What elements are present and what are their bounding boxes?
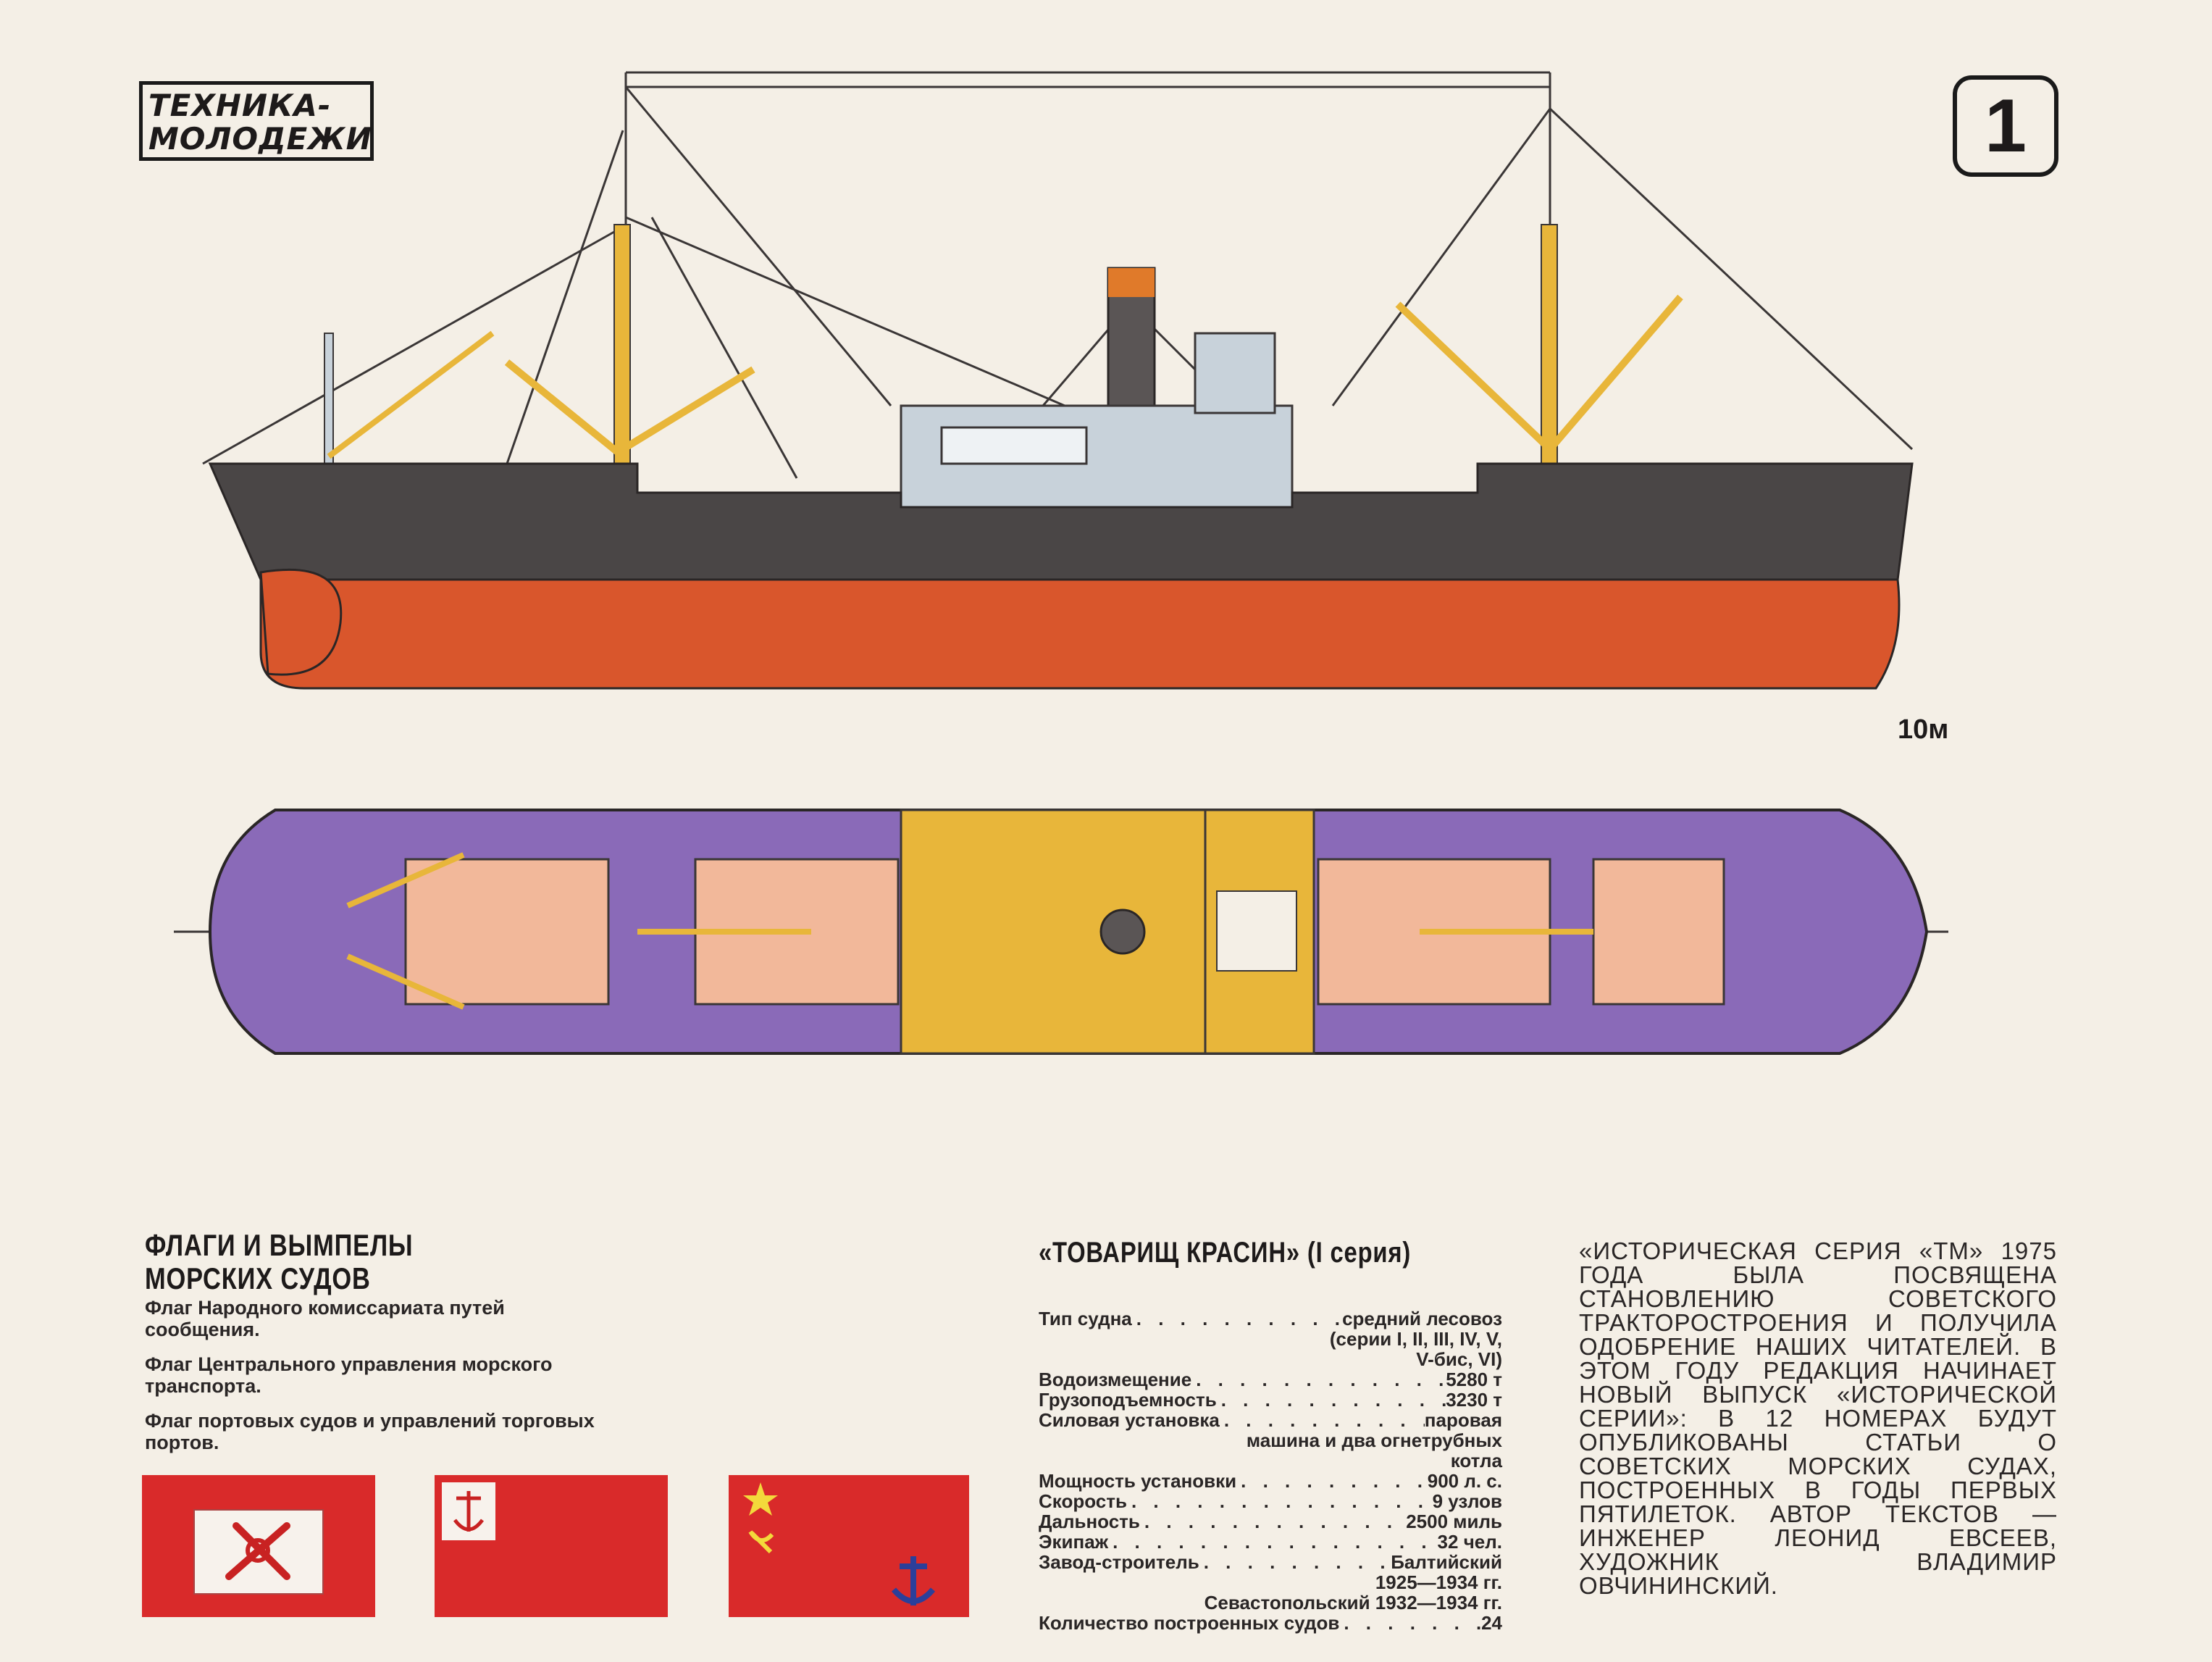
- spec-value: Севастопольский 1932—1934 гг.: [1204, 1592, 1502, 1613]
- spec-value: машина и два огнетрубных: [1246, 1429, 1502, 1451]
- flag-maritime-transport-directorate: [435, 1475, 668, 1617]
- spec-row: Силовая установка. . . . . . . . . . . .…: [1039, 1410, 1502, 1430]
- spec-label: Грузоподъемность: [1039, 1389, 1217, 1411]
- spec-value: 3230 т: [1446, 1389, 1502, 1411]
- spec-row: 1925—1934 гг.: [1039, 1572, 1502, 1592]
- flags-title-line-1: ФЛАГИ И ВЫМПЕЛЫ: [145, 1228, 414, 1262]
- ship-title: «ТОВАРИЩ КРАСИН» (I серия): [1039, 1237, 1412, 1269]
- spec-value: 32 чел.: [1437, 1531, 1502, 1553]
- spec-row: Дальность. . . . . . . . . . . . . . . .…: [1039, 1511, 1502, 1532]
- spec-value: V-бис, VI): [1416, 1348, 1502, 1370]
- spec-label: Завод-строитель: [1039, 1551, 1199, 1573]
- spec-leader-dots: . . . . . . . . . . . . . . . . . . . . …: [1113, 1532, 1437, 1552]
- flag-description-1: Флаг Народного комиссариата путей сообще…: [145, 1297, 505, 1340]
- hull-lower: [259, 578, 1901, 690]
- flag-description-2: Флаг Центрального управления морского тр…: [145, 1353, 553, 1397]
- spec-row: V-бис, VI): [1039, 1349, 1502, 1369]
- logo-line-2: МОЛОДЕЖИ: [148, 121, 372, 156]
- spec-label: Скорость: [1039, 1490, 1127, 1512]
- spec-value: Балтийский: [1391, 1551, 1502, 1573]
- spec-value: 5280 т: [1446, 1369, 1502, 1390]
- spec-row: Мощность установки. . . . . . . . . . . …: [1039, 1471, 1502, 1491]
- spec-value: 2500 миль: [1406, 1511, 1502, 1532]
- spec-label: Тип судна: [1039, 1308, 1132, 1329]
- superstructure: [900, 332, 1294, 509]
- rudder: [259, 568, 343, 676]
- ship-plan-view: [174, 809, 1948, 1055]
- spec-row: Водоизмещение. . . . . . . . . . . . . .…: [1039, 1369, 1502, 1390]
- spec-row: Грузоподъемность. . . . . . . . . . . . …: [1039, 1390, 1502, 1410]
- spec-leader-dots: . . . . . . . . . . . . . . . . . . . . …: [1241, 1471, 1428, 1491]
- flag-descriptions: Флаг Народного комиссариата путей сообще…: [145, 1297, 606, 1466]
- flags-section-title: ФЛАГИ И ВЫМПЕЛЫ МОРСКИХ СУДОВ: [145, 1229, 413, 1295]
- flag-railway-commissariat: [142, 1475, 375, 1617]
- spec-value: 9 узлов: [1432, 1490, 1502, 1512]
- spec-leader-dots: . . . . . . . . . . . . . . . . . . . . …: [1144, 1511, 1406, 1532]
- spec-value: (серии I, II, III, IV, V,: [1329, 1328, 1502, 1350]
- spec-label: Силовая установка: [1039, 1409, 1220, 1431]
- spec-value: средний лесовоз: [1342, 1308, 1502, 1329]
- flag-emblem-1: [193, 1509, 324, 1595]
- ship-specifications: Тип судна. . . . . . . . . . . . . . . .…: [1039, 1308, 1502, 1633]
- flags-title-line-2: МОРСКИХ СУДОВ: [145, 1261, 371, 1295]
- flag-emblem-3: [743, 1482, 936, 1605]
- spec-leader-dots: . . . . . . . . . . . . . . . . . . . . …: [1136, 1308, 1342, 1329]
- spec-label: Количество построенных судов: [1039, 1612, 1340, 1634]
- issue-number-badge: 1: [1953, 75, 2058, 177]
- magazine-logo: ТЕХНИКА- МОЛОДЕЖИ: [139, 81, 374, 161]
- flag-description-3: Флаг портовых судов и управлений торговы…: [145, 1410, 595, 1453]
- spec-row: Севастопольский 1932—1934 гг.: [1039, 1592, 1502, 1613]
- spec-value: 900 л. с.: [1427, 1470, 1502, 1492]
- spec-leader-dots: . . . . . . . . . . . . . . . . . . . . …: [1131, 1491, 1433, 1511]
- funnel: [1107, 267, 1156, 429]
- series-intro-text: «ИСТОРИЧЕСКАЯ СЕРИЯ «ТМ» 1975 ГОДА БЫЛА …: [1579, 1237, 2057, 1599]
- spec-value: 24: [1481, 1612, 1502, 1634]
- spec-row: Тип судна. . . . . . . . . . . . . . . .…: [1039, 1308, 1502, 1329]
- spec-label: Водоизмещение: [1039, 1369, 1192, 1390]
- spec-label: Мощность установки: [1039, 1470, 1237, 1492]
- spec-label: Дальность: [1039, 1511, 1140, 1532]
- ship-side-view: [202, 71, 1914, 690]
- spec-row: Экипаж. . . . . . . . . . . . . . . . . …: [1039, 1532, 1502, 1552]
- spec-row: котла: [1039, 1450, 1502, 1471]
- spec-value: 1925—1934 гг.: [1375, 1571, 1502, 1593]
- spec-leader-dots: . . . . . . . . . . . . . . . . . . . . …: [1196, 1369, 1446, 1390]
- spec-row: машина и два огнетрубных: [1039, 1430, 1502, 1450]
- spec-row: (серии I, II, III, IV, V,: [1039, 1329, 1502, 1349]
- flag-emblem-2: [442, 1482, 495, 1540]
- spec-label: Экипаж: [1039, 1531, 1109, 1553]
- flag-port-vessels: [729, 1475, 969, 1617]
- logo-line-1: ТЕХНИКА-: [148, 88, 332, 123]
- spec-value: котла: [1450, 1450, 1502, 1471]
- spec-row: Скорость. . . . . . . . . . . . . . . . …: [1039, 1491, 1502, 1511]
- spec-value: паровая: [1424, 1409, 1502, 1431]
- spec-leader-dots: . . . . . . . . . . . . . . . . . . . . …: [1223, 1410, 1425, 1430]
- spec-leader-dots: . . . . . . . . . . . . . . . . . . . . …: [1344, 1613, 1481, 1633]
- midship-deck: [900, 809, 1315, 1055]
- spec-row: Количество построенных судов. . . . . . …: [1039, 1613, 1502, 1633]
- spec-leader-dots: . . . . . . . . . . . . . . . . . . . . …: [1203, 1552, 1391, 1572]
- scale-label: 10м: [1898, 714, 1949, 745]
- boom-lines: [346, 852, 1593, 1010]
- spec-leader-dots: . . . . . . . . . . . . . . . . . . . . …: [1220, 1390, 1446, 1410]
- spec-row: Завод-строитель. . . . . . . . . . . . .…: [1039, 1552, 1502, 1572]
